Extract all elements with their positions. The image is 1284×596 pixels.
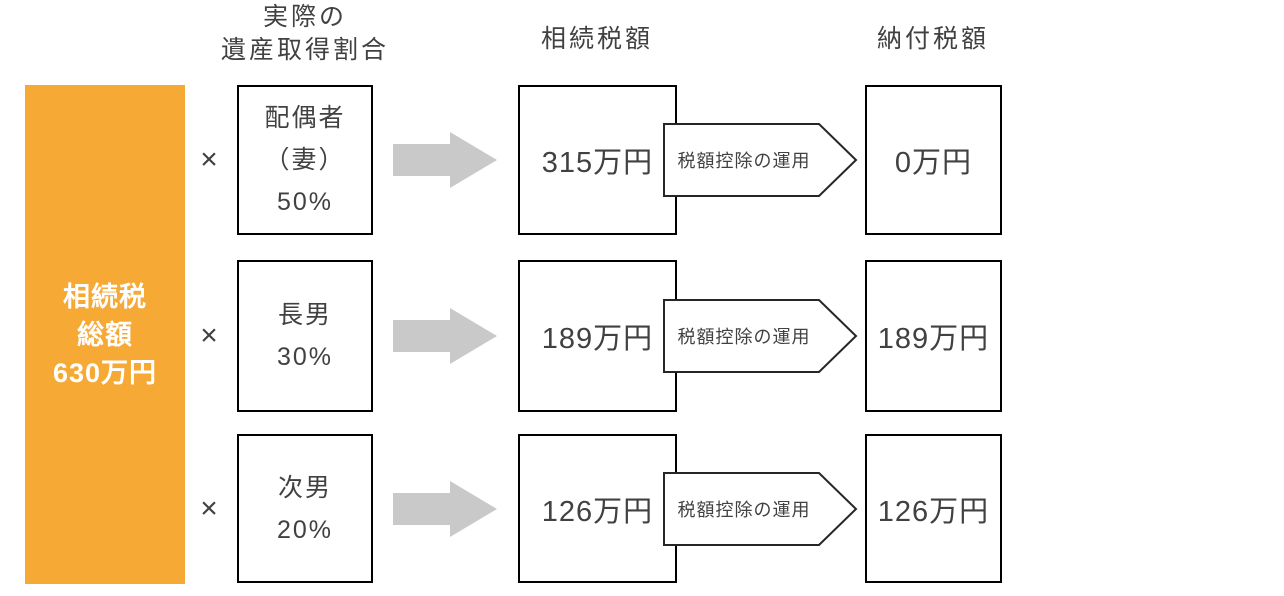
heir-name-line2: （妻） xyxy=(264,146,346,174)
heir-share-percent: 20% xyxy=(276,515,334,544)
heir-share-percent: 30% xyxy=(276,343,334,371)
payment-amount-box: 126万円 xyxy=(865,434,1002,583)
arrow-right-icon xyxy=(393,308,497,364)
deduction-arrow: 税額控除の運用 xyxy=(663,471,858,546)
tax-amount-box: 126万円 xyxy=(518,434,677,583)
deduction-arrow: 税額控除の運用 xyxy=(663,299,858,373)
column-header-line1: 実際の xyxy=(262,3,347,31)
heir-share-box: 次男 20% xyxy=(237,434,373,583)
heir-row-spouse: × 配偶者 （妻） 50% 315万円 税額控除の運用 0万円 xyxy=(195,85,1007,235)
deduction-arrow: 税額控除の運用 xyxy=(663,123,858,197)
multiply-sign: × xyxy=(200,143,218,176)
column-header-line2: 遺産取得割合 xyxy=(220,36,389,64)
heir-name: 次男 xyxy=(277,473,332,502)
deduction-label: 税額控除の運用 xyxy=(677,327,811,347)
heir-name: 配偶者 xyxy=(264,104,346,132)
tax-amount: 315万円 xyxy=(541,147,654,179)
column-header-tax-amount: 相続税額 xyxy=(540,25,653,53)
total-tax-amount: 630万円 xyxy=(52,357,158,388)
tax-amount-box: 315万円 xyxy=(518,85,677,235)
payment-amount: 0万円 xyxy=(894,147,973,179)
heir-row-second-son: × 次男 20% 126万円 税額控除の運用 126万円 xyxy=(195,434,1007,583)
column-header-acquisition-ratio: 実際の 遺産取得割合 xyxy=(185,1,425,67)
total-tax-box: 相続税 総額 630万円 xyxy=(25,85,185,584)
arrow-right-icon xyxy=(393,132,497,188)
tax-amount-box: 189万円 xyxy=(518,260,677,412)
deduction-label: 税額控除の運用 xyxy=(677,151,811,171)
multiply-sign: × xyxy=(200,319,218,352)
heir-share-box: 配偶者 （妻） 50% xyxy=(237,85,373,235)
heir-share-percent: 50% xyxy=(276,188,334,216)
heir-name: 長男 xyxy=(277,301,332,329)
tax-amount: 189万円 xyxy=(541,323,654,355)
pentagon-arrow-icon xyxy=(663,123,858,197)
arrow-right-icon xyxy=(393,480,497,537)
heir-share-box: 長男 30% xyxy=(237,260,373,412)
tax-amount: 126万円 xyxy=(541,495,654,528)
total-tax-label-line1: 相続税 xyxy=(63,281,147,312)
payment-amount-box: 0万円 xyxy=(865,85,1002,235)
heir-row-eldest-son: × 長男 30% 189万円 税額控除の運用 189万円 xyxy=(195,260,1007,412)
multiply-sign: × xyxy=(200,491,218,525)
pentagon-arrow-icon xyxy=(663,471,858,546)
deduction-label: 税額控除の運用 xyxy=(677,499,811,520)
payment-amount: 126万円 xyxy=(877,495,990,528)
payment-amount: 189万円 xyxy=(877,323,990,355)
pentagon-arrow-icon xyxy=(663,299,858,373)
total-tax-label-line2: 総額 xyxy=(77,319,133,350)
payment-amount-box: 189万円 xyxy=(865,260,1002,412)
column-header-payment-amount: 納付税額 xyxy=(876,25,989,53)
